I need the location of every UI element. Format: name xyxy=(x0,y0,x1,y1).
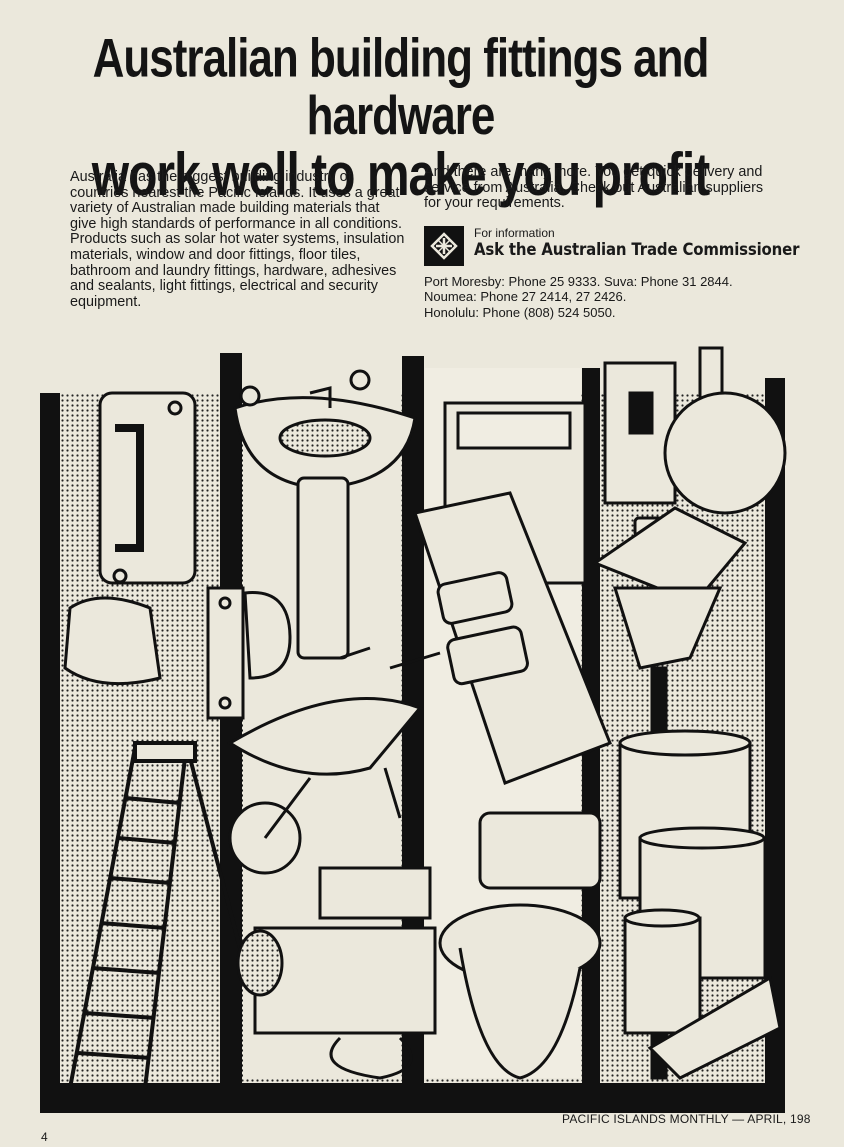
kitchen-sink xyxy=(413,491,612,785)
page-number: 4 xyxy=(41,1130,48,1144)
wheelbarrow xyxy=(227,646,441,875)
door-lock xyxy=(63,586,292,720)
adhesive-tube xyxy=(647,975,782,1080)
phone-line: Noumea: Phone 27 2414, 27 2426. xyxy=(424,289,627,305)
door-handle xyxy=(98,391,197,585)
info-heading: Ask the Australian Trade Commissioner xyxy=(474,239,800,260)
headline-line-2: work well to make you profit xyxy=(91,142,710,209)
generator xyxy=(236,866,437,1080)
toilet xyxy=(438,811,602,1080)
body-text-left: Australia has the biggest building indus… xyxy=(70,169,405,310)
right-column: And there are many more. You get quick d… xyxy=(424,164,799,320)
phone-line: Honolulu: Phone (808) 524 5050. xyxy=(424,304,616,320)
phone-list: Port Moresby: Phone 25 9333. Suva: Phone… xyxy=(424,274,764,320)
trade-logo-icon xyxy=(424,225,464,266)
ceiling-lamp xyxy=(663,346,787,515)
hardware-illustration xyxy=(40,346,787,1113)
paint-tin xyxy=(618,729,767,1035)
headline-line-1: Australian building fittings and hardwar… xyxy=(92,27,710,147)
step-ladder xyxy=(68,741,242,1089)
trade-commissioner-block: For information Ask the Australian Trade… xyxy=(424,225,799,266)
wash-basin xyxy=(233,369,417,660)
info-label: For information xyxy=(474,225,555,240)
body-text-right: And there are many more. You get quick d… xyxy=(424,164,764,212)
phone-line: Port Moresby: Phone 25 9333. Suva: Phone… xyxy=(424,273,733,289)
headline: Australian building fittings and hardwar… xyxy=(0,27,801,209)
light-switch xyxy=(603,361,677,505)
footer-publication: PACIFIC ISLANDS MONTHLY — APRIL, 198 xyxy=(562,1112,811,1126)
